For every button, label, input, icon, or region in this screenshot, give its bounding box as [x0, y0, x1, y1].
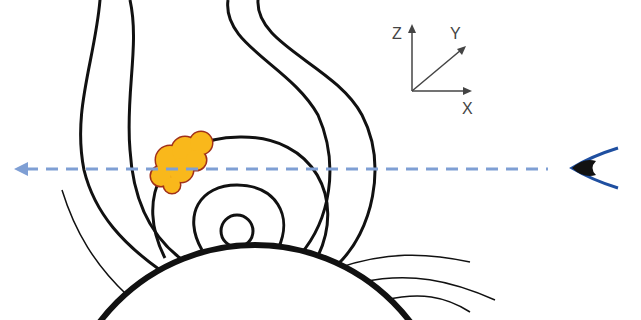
open-field-line — [338, 255, 470, 268]
arrow-head — [14, 162, 28, 176]
axes — [408, 24, 472, 95]
closed-loop — [153, 137, 328, 258]
closed-loop — [194, 185, 284, 250]
line-of-sight — [26, 168, 548, 171]
plasma-blob — [151, 132, 212, 193]
axis-label: Z — [392, 26, 402, 42]
axis-label: X — [462, 101, 473, 117]
sun-limb — [60, 245, 450, 320]
open-field-line — [258, 0, 375, 264]
open-field-line — [62, 190, 128, 296]
observer-eye — [572, 148, 618, 188]
open-field-line — [81, 0, 160, 270]
field-lines — [81, 0, 375, 270]
axis-label: Y — [450, 26, 461, 42]
